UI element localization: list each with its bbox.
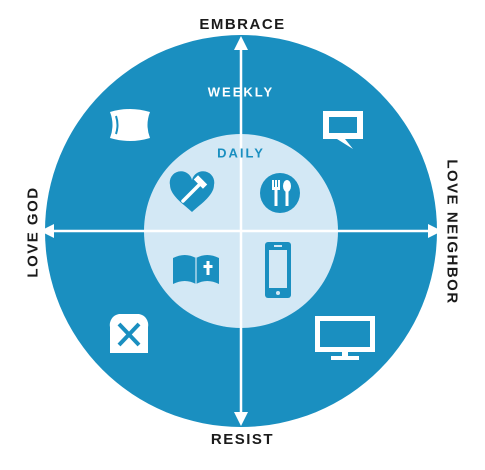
smartphone-icon (265, 242, 291, 298)
arrow-up (234, 36, 248, 50)
heart-hammer-icon (169, 171, 215, 212)
ring-label-daily: DAILY (217, 145, 265, 161)
fork-spoon-icon (260, 173, 300, 213)
no-bread-icon (109, 314, 149, 353)
ring-label-weekly: WEEKLY (207, 84, 275, 100)
axis-label-resist: RESIST (210, 431, 275, 448)
chat-bubble-icon (323, 111, 363, 149)
television-icon (315, 316, 375, 360)
bible-icon (173, 255, 219, 284)
pillow-icon (110, 109, 150, 141)
axis-label-love-god: LOVE GOD (24, 186, 42, 278)
axis-label-love-neighbor: LOVE NEIGHBOR (443, 159, 461, 305)
arrow-down (234, 412, 248, 426)
arrow-right (428, 224, 442, 238)
axis-label-embrace: EMBRACE (199, 16, 286, 33)
axis-lines (40, 36, 442, 426)
arrow-left (40, 224, 54, 238)
